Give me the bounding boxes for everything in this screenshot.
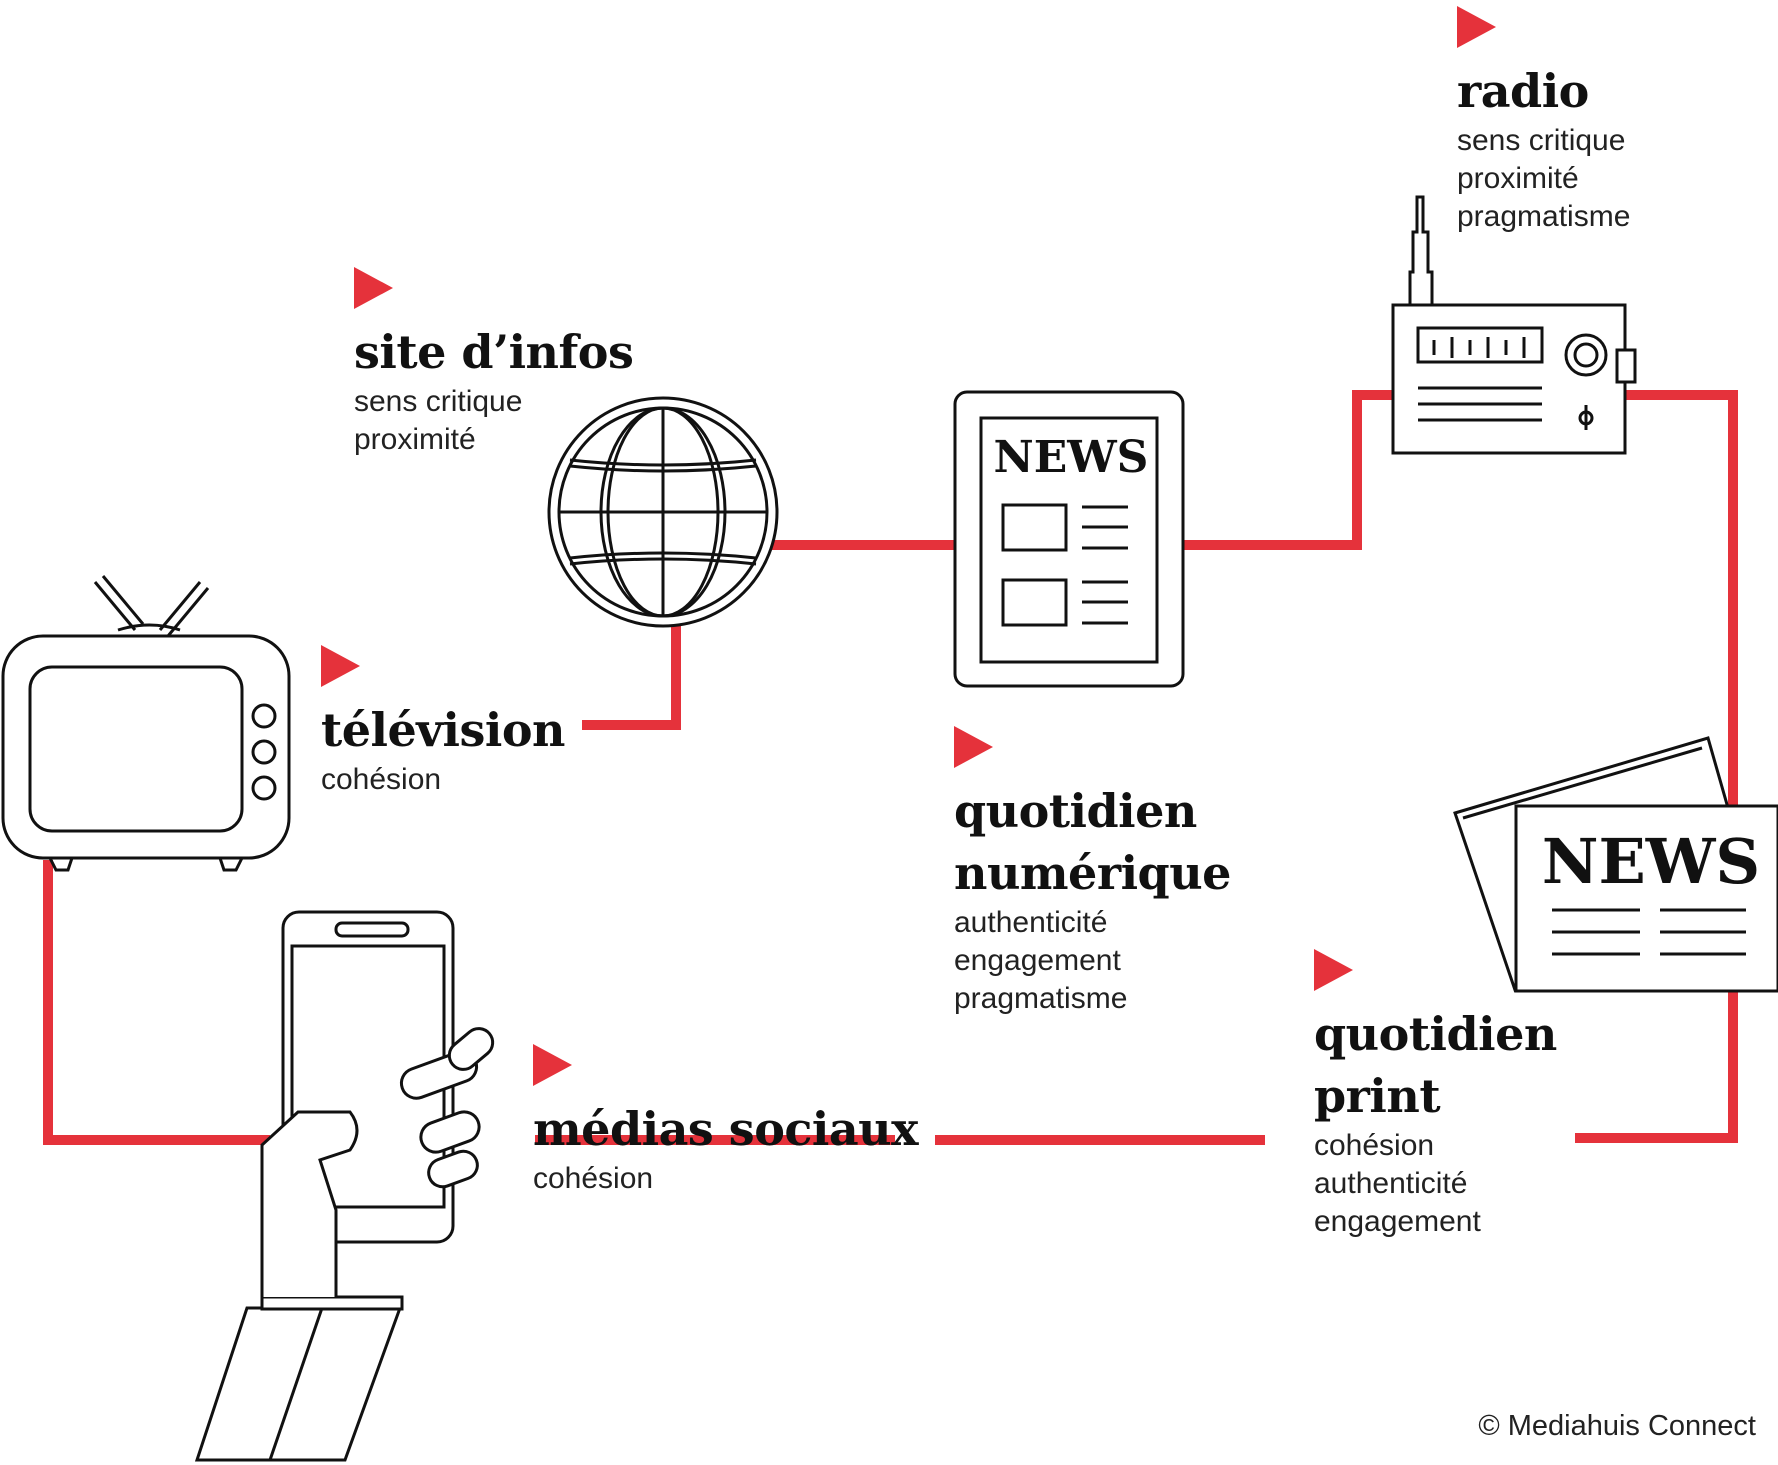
- radio-icon: [1391, 195, 1637, 455]
- label-quotidien-numerique: quotidien numérique authenticité engagem…: [954, 726, 1231, 1018]
- globe-icon: [547, 396, 779, 628]
- smartphone-hand-icon: [194, 910, 495, 1462]
- node-title: radio: [1457, 64, 1589, 118]
- node-title: quotidien print: [1314, 1007, 1557, 1123]
- paper-news-word: NEWS: [1542, 825, 1760, 898]
- label-television: télévision cohésion: [321, 645, 565, 799]
- tablet-news-icon: [953, 390, 1185, 688]
- red-arrow-marker: [354, 267, 393, 309]
- node-title: site d’infos: [354, 325, 634, 379]
- red-arrow-marker: [1457, 6, 1496, 48]
- node-values: cohésion: [533, 1162, 654, 1195]
- node-values: cohésion authenticité engagement: [1314, 1129, 1481, 1238]
- label-site-infos: site d’infos sens critique proximité: [354, 267, 634, 459]
- newspaper-icon: [1453, 736, 1778, 993]
- red-arrow-marker: [1314, 949, 1353, 991]
- red-arrow-marker: [954, 726, 993, 768]
- label-quotidien-print: quotidien print cohésion authenticité en…: [1314, 949, 1557, 1241]
- tablet-news-word: NEWS: [994, 432, 1149, 483]
- connector-line: [43, 860, 1265, 1145]
- node-title: quotidien numérique: [954, 784, 1231, 900]
- node-values: sens critique proximité: [354, 385, 523, 456]
- node-title: médias sociaux: [533, 1102, 919, 1156]
- red-arrow-marker: [533, 1044, 572, 1086]
- copyright-text: © Mediahuis Connect: [1478, 1410, 1756, 1442]
- node-values: authenticité engagement pragmatisme: [954, 906, 1128, 1015]
- node-values: cohésion: [321, 763, 442, 796]
- node-title: télévision: [321, 703, 565, 757]
- connector-line: [582, 620, 681, 730]
- node-values: sens critique proximité pragmatisme: [1457, 124, 1631, 233]
- tv-icon: [1, 575, 291, 872]
- label-radio: radio sens critique proximité pragmatism…: [1457, 6, 1630, 236]
- label-medias-sociaux: médias sociaux cohésion: [533, 1044, 919, 1198]
- connector-line: [1575, 390, 1738, 1143]
- connector-line: [1180, 390, 1395, 550]
- red-arrow-marker: [321, 645, 360, 687]
